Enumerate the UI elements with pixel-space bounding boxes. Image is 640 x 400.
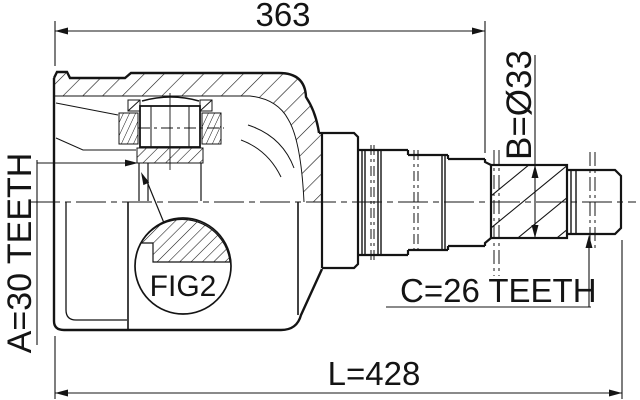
tripod-bearing <box>118 93 224 201</box>
dimension-length <box>54 240 623 399</box>
dimension-363 <box>54 21 486 153</box>
fig2-label: FIG2 <box>150 270 217 303</box>
fig2-leader-line <box>145 178 165 224</box>
label-b-diameter-text: B=Ø33 <box>500 50 539 160</box>
label-a-teeth-text: A=30 TEETH <box>1 153 39 354</box>
label-c-teeth: C=26 TEETH <box>386 235 597 309</box>
diameter-b-arrow-up <box>531 165 539 178</box>
dimension-length-text: L=428 <box>328 355 421 392</box>
housing-section <box>52 70 324 332</box>
label-c-teeth-text: C=26 TEETH <box>400 272 597 309</box>
label-a-arrow <box>125 159 138 167</box>
fig2-detail: FIG2 <box>134 172 232 315</box>
housing-lip-line <box>65 202 127 321</box>
mouth-cone-lines <box>55 102 136 151</box>
label-b-diameter: B=Ø33 <box>500 50 539 238</box>
needle-block-left <box>118 112 139 145</box>
bearing-cap <box>141 96 200 102</box>
shaft-collar <box>319 131 360 270</box>
label-c-arrow <box>585 235 593 248</box>
label-a-teeth: A=30 TEETH <box>1 153 138 354</box>
needle-block-right <box>201 112 222 145</box>
dimension-363-text: 363 <box>255 0 310 33</box>
shaft-phantom-lines <box>493 150 596 276</box>
diameter-b-arrow-down <box>531 225 539 238</box>
housing-wall-hatch <box>54 72 322 202</box>
fig2-leader-arrow <box>141 172 150 186</box>
fig2-hatch-shape <box>139 218 231 263</box>
spline-helix-lines <box>491 165 567 238</box>
